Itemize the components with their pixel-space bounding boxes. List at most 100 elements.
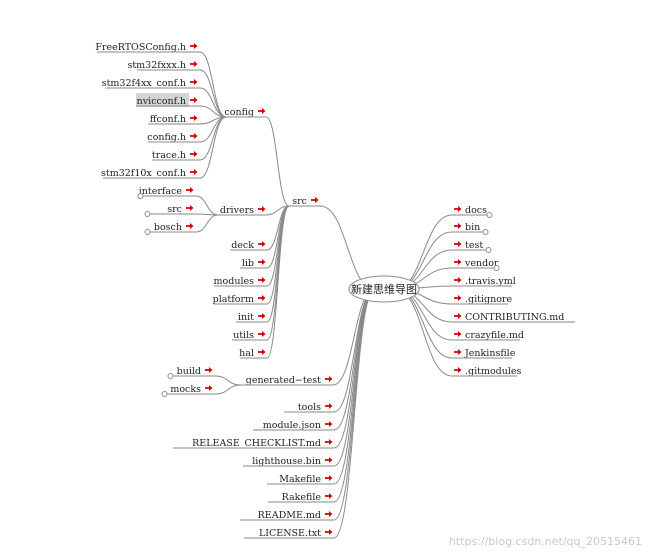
expand-arrow-icon[interactable] (190, 133, 198, 139)
expand-arrow-icon[interactable] (311, 197, 319, 203)
collapsed-branch-icon[interactable] (161, 391, 168, 397)
expand-arrow-icon[interactable] (258, 259, 266, 265)
node-config-h[interactable]: config.h (147, 132, 200, 143)
node-release-checklist-md[interactable]: RELEASE_CHECKLIST.md (173, 438, 334, 449)
expand-arrow-icon[interactable] (454, 313, 462, 319)
node-makefile[interactable]: Makefile (267, 474, 334, 485)
expand-arrow-icon[interactable] (190, 79, 198, 85)
node-test[interactable]: test (452, 240, 492, 253)
node-src[interactable]: src (289, 196, 320, 207)
expand-arrow-icon[interactable] (258, 241, 266, 247)
expand-arrow-icon[interactable] (454, 259, 462, 265)
expand-arrow-icon[interactable] (325, 457, 333, 463)
node-readme-md[interactable]: README.md (240, 510, 334, 521)
node-jenkinsfile[interactable]: Jenkinsfile (452, 348, 516, 359)
collapsed-branch-icon[interactable] (482, 229, 489, 235)
node-travis-yml[interactable]: .travis.yml (452, 276, 516, 287)
expand-arrow-icon[interactable] (190, 97, 198, 103)
expand-arrow-icon[interactable] (190, 115, 198, 121)
expand-arrow-icon[interactable] (186, 223, 194, 229)
node-drivers[interactable]: drivers (218, 205, 266, 216)
expand-arrow-icon[interactable] (325, 376, 333, 382)
expand-arrow-icon[interactable] (258, 349, 266, 355)
expand-arrow-icon[interactable] (325, 439, 333, 445)
expand-arrow-icon[interactable] (454, 277, 462, 283)
expand-arrow-icon[interactable] (325, 529, 333, 535)
node-ffconf-h[interactable]: ffconf.h (148, 114, 200, 125)
node-bin[interactable]: bin (452, 222, 489, 235)
node-contributing-md[interactable]: CONTRIBUTING.md (452, 312, 575, 323)
expand-arrow-icon[interactable] (258, 206, 266, 212)
node-hal[interactable]: hal (239, 348, 267, 359)
expand-arrow-icon[interactable] (205, 385, 213, 391)
collapsed-branch-icon[interactable] (486, 212, 493, 218)
node-build[interactable]: build (167, 366, 216, 379)
expand-arrow-icon[interactable] (325, 511, 333, 517)
expand-arrow-icon[interactable] (190, 43, 198, 49)
connector-line (266, 205, 290, 305)
node-license-txt[interactable]: LICENSE.txt (244, 528, 334, 539)
node-rakefile[interactable]: Rakefile (268, 492, 334, 503)
node-config[interactable]: config (224, 107, 266, 118)
node-utils[interactable]: utils (232, 330, 267, 341)
node-modules[interactable]: modules (214, 276, 267, 287)
expand-arrow-icon[interactable] (325, 421, 333, 427)
collapsed-branch-icon[interactable] (137, 193, 144, 199)
node-docs[interactable]: docs (452, 205, 493, 218)
connector-line (195, 214, 219, 233)
expand-arrow-icon[interactable] (325, 493, 333, 499)
node-interface[interactable]: interface (137, 186, 196, 199)
node-label: module.json (263, 420, 321, 431)
expand-arrow-icon[interactable] (258, 277, 266, 283)
expand-arrow-icon[interactable] (454, 331, 462, 337)
expand-arrow-icon[interactable] (205, 367, 213, 373)
expand-arrow-icon[interactable] (454, 206, 462, 212)
expand-arrow-icon[interactable] (258, 108, 266, 114)
node-lighthouse-bin[interactable]: lighthouse.bin (243, 456, 334, 467)
expand-arrow-icon[interactable] (325, 475, 333, 481)
node-vendor[interactable]: vendor (452, 258, 500, 271)
node-lib[interactable]: lib (240, 258, 267, 269)
collapsed-branch-icon[interactable] (167, 373, 174, 379)
node-platform[interactable]: platform (213, 294, 267, 305)
node-nvicconf-h[interactable]: nvicconf.h (136, 93, 200, 107)
expand-arrow-icon[interactable] (258, 331, 266, 337)
node-trace-h[interactable]: trace.h (152, 150, 200, 161)
node-init[interactable]: init (236, 312, 267, 323)
node-bosch[interactable]: bosch (144, 222, 196, 235)
collapsed-branch-icon[interactable] (493, 265, 500, 271)
expand-arrow-icon[interactable] (190, 151, 198, 157)
node-generated-test[interactable]: generated−test (240, 375, 333, 386)
expand-arrow-icon[interactable] (190, 61, 198, 67)
expand-arrow-icon[interactable] (190, 169, 198, 175)
expand-arrow-icon[interactable] (258, 313, 266, 319)
node-highlight (136, 93, 189, 107)
collapsed-branch-icon[interactable] (144, 229, 151, 235)
collapsed-branch-icon[interactable] (485, 247, 492, 253)
node-mocks[interactable]: mocks (161, 384, 216, 397)
expand-arrow-icon[interactable] (258, 295, 266, 301)
node-deck[interactable]: deck (230, 240, 267, 251)
expand-arrow-icon[interactable] (454, 367, 462, 373)
node-gitignore[interactable]: .gitignore (452, 294, 512, 305)
node-src[interactable]: src (144, 204, 196, 217)
node-freertosconfig-h[interactable]: FreeRTOSConfig.h (95, 42, 200, 53)
node-crazyfile-md[interactable]: crazyfile.md (452, 330, 524, 341)
node-module-json[interactable]: module.json (253, 420, 334, 431)
expand-arrow-icon[interactable] (454, 241, 462, 247)
node-tools[interactable]: tools (284, 402, 334, 413)
node-label: bin (465, 222, 480, 233)
collapsed-branch-icon[interactable] (144, 211, 151, 217)
expand-arrow-icon[interactable] (186, 205, 194, 211)
expand-arrow-icon[interactable] (454, 349, 462, 355)
expand-arrow-icon[interactable] (454, 223, 462, 229)
expand-arrow-icon[interactable] (454, 295, 462, 301)
node-stm32f10x-conf-h[interactable]: stm32f10x_conf.h (101, 168, 200, 179)
expand-arrow-icon[interactable] (325, 403, 333, 409)
node-stm32f4xx-conf-h[interactable]: stm32f4xx_conf.h (102, 78, 200, 89)
node-gitmodules[interactable]: .gitmodules (452, 366, 522, 377)
expand-arrow-icon[interactable] (186, 187, 194, 193)
node-label: lib (242, 258, 254, 269)
root-node[interactable]: 新建思维导图 (348, 275, 420, 303)
node-stm32fxxx-h[interactable]: stm32fxxx.h (127, 60, 200, 71)
